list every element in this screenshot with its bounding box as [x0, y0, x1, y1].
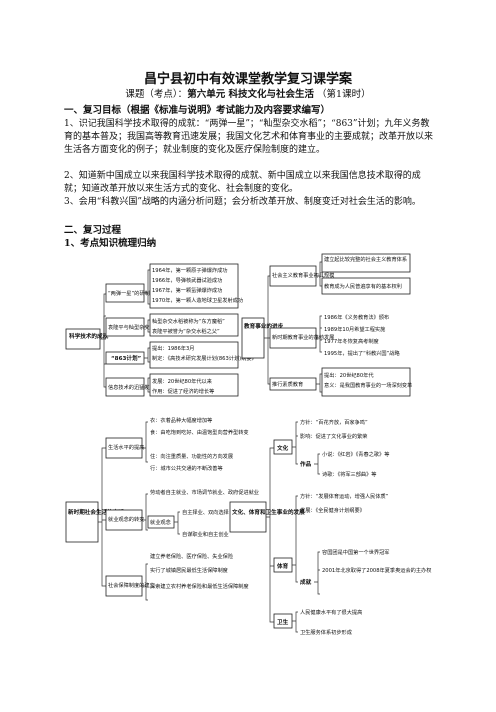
leaf-rice-2: 袁隆平被誉为“杂交水稻之父”	[152, 327, 220, 335]
root-social-life-label: 新时期社会生活的变迁	[68, 508, 124, 516]
section1-heading: 一、复习目标（根据《标准与说明》考试能力及内容要求编写）	[64, 105, 331, 116]
leaf-info-1: 发展：20世纪80年代以来	[152, 377, 213, 385]
leaf-min-living: 实行了城镇居民最低生活保障制度	[150, 566, 228, 574]
leaf-first-champion: 容国团是中国第一个世界冠军	[322, 548, 389, 556]
node-hybrid-rice-label: 袁隆平与籼型杂交水稻	[108, 323, 160, 331]
leaf-health-level: 人民健康水平有了很大提高	[300, 608, 362, 616]
leaf-group-info	[149, 373, 239, 397]
leaf-edu-system	[321, 253, 411, 273]
subnode-achievements: 成就	[300, 578, 312, 586]
node-quality-edu-label: 推行素质教育	[272, 380, 303, 388]
root-culture-sport-label: 文化、体育和卫生事业的发展	[232, 508, 305, 516]
node-living-standard-label: 生活水平的提高	[108, 443, 144, 451]
leaf-1966: 1966年，导弹核武器试验成功	[152, 276, 222, 284]
node-socialist-edu-label: 社会主义教育事业初具规模	[272, 271, 334, 279]
leaf-1970: 1970年，第一颗人造地球卫星发射成功	[152, 296, 243, 304]
leaf-clothing: 衣：衣着品种大幅度增加等	[150, 416, 212, 424]
leaf-free-choice: 自主择业、双向选择	[182, 508, 230, 516]
leaf-health-service: 卫生服务体系初步形成	[300, 628, 352, 636]
goal-2: 2、知道新中国成立以来我国科学技术取得的成就、新中国成立以来我国信息技术取得的成…	[64, 171, 421, 194]
node-social-security-label: 社会保障制度的建立	[108, 581, 155, 589]
leaf-sports-policy: 方针：“发展体育运动，增强人民体质”	[300, 492, 389, 500]
knowledge-concept-maps: 科学技术的成就 “两弹一星”的研制成功 袁隆平与籼型杂交水稻 “863计划” 信…	[65, 253, 432, 636]
leaf-group-quality	[321, 367, 411, 397]
leaf-1995-strategy: 1995年，提出了“科教兴国”战略	[324, 349, 400, 357]
map-social-life: 新时期社会生活的变迁 生活水平的提高 就业观念的转变 社会保障制度的建立 衣：衣…	[65, 416, 259, 601]
page-title: 昌宁县初中有效课堂教学复习课学案	[143, 72, 352, 87]
root-culture-sport	[229, 501, 267, 533]
root-social-life	[65, 501, 99, 543]
node-info-tech-label: 信息技术的迅猛发展	[108, 383, 155, 391]
node-health-label: 卫生	[277, 618, 289, 626]
leaf-edu-right	[321, 277, 411, 295]
leaf-1967: 1967年，第一颗氢弹爆炸成功	[152, 286, 222, 294]
goal-3: 3、会用“科教兴国”战略的内涵分析问题；会分析改革开放、制度变迁对社会生活的影响…	[64, 197, 421, 207]
leaf-1989-hope: 1989年10月希望工程实施	[324, 325, 385, 333]
leaf-rural-security: 探索建立农村养老保险和最低生活保障制度	[150, 582, 249, 590]
leaf-edu-system-1: 建立起比较完整的社会主义教育体系	[324, 255, 407, 263]
node-new-era-edu-label: 新时期教育事业的蓬勃发展	[272, 333, 334, 341]
leaf-group-bombs	[149, 263, 239, 309]
leaf-info-2: 作用：促进了经济的增长等	[152, 387, 214, 395]
subtitle-topic: 第六单元 科技文化与社会生活	[187, 89, 314, 100]
leaf-self-employment: 自谋职业和自主创业	[182, 530, 229, 538]
section2-subheading: 1、考点知识梳理归纳	[64, 238, 157, 249]
leaf-quality-1: 提出：20世纪80年代	[324, 371, 374, 379]
node-culture-label: 文化	[277, 444, 289, 452]
leaf-culture-impact: 影响：促进了文化事业的繁荣	[300, 432, 367, 440]
leaf-sports-plan: 发展：《全民健身计划纲要》	[300, 506, 365, 514]
leaf-1977-exam: 1977年冬恢复高考制度	[324, 337, 379, 345]
leaf-1986-law: 1986年《义务教育法》颁布	[324, 313, 389, 321]
subtitle-prefix: 课题（考点）：	[125, 89, 188, 100]
leaf-poems: 诗歌：《将军三部曲》等	[322, 470, 376, 478]
lesson-subtitle: 课题（考点）：第六单元 科技文化与社会生活 （第1课时）	[0, 86, 496, 100]
root-education-label: 教育事业的进步	[243, 322, 284, 330]
map-culture-sport: 文化、体育和卫生事业的发展 文化 体育 卫生 方针：“百花齐放，百家争鸣” 影响…	[229, 418, 432, 636]
leaf-olympics-bid: 2001年北京取得了2008年夏季奥运会的主办权	[322, 566, 432, 574]
leaf-transport: 行：城市公共交通的不断改善等	[150, 464, 223, 472]
node-employment-label: 就业观念的转变	[108, 515, 144, 523]
leaf-food: 食：由吃饱到吃好、由温饱型向营养型转变	[150, 428, 249, 436]
node-sports-label: 体育	[277, 562, 289, 570]
goal-1: 1、识记我国科学技术取得的成就：“两弹一星”；“籼型杂交水稻”；“863”计划；…	[64, 119, 434, 155]
leaf-employment-mode: 劳动者自主就业、市场调节就业、政府促进就业	[150, 488, 259, 496]
leaf-insurance: 建立养老保险、医疗保险、失业保险	[150, 552, 234, 560]
section2-heading: 二、复习过程	[64, 225, 122, 236]
leaf-novels: 小说：《红岩》《青春之歌》等	[322, 450, 389, 458]
leaf-group-863	[149, 341, 239, 369]
leaf-culture-policy: 方针：“百花齐放，百家争鸣”	[300, 418, 368, 426]
leaf-863-1: 提出：1986年3月	[152, 344, 194, 352]
subtitle-suffix: （第1课时）	[317, 89, 371, 100]
leaf-employment-concept: 就业观念	[150, 518, 171, 526]
leaf-edu-right-1: 教育成为人民普遍享有的基本权利	[324, 282, 402, 290]
map-education: 教育事业的进步 社会主义教育事业初具规模 新时期教育事业的蓬勃发展 推行素质教育…	[241, 253, 412, 397]
leaf-863-2: 制定：《高技术研究发展计划(863计划)纲要》	[152, 354, 257, 362]
root-science-tech-label: 科学技术的成就	[69, 332, 109, 340]
leaf-quality-2: 意义：是我国教育事业的一场深刻变革	[324, 381, 412, 389]
leaf-rice-1: 籼型杂交水稻被称为“东方魔稻”	[152, 317, 225, 325]
leaf-housing: 住：向注重质量、功能性的方向发展	[150, 452, 233, 460]
leaf-group-rice	[149, 313, 239, 337]
node-863-label: “863计划”	[111, 354, 142, 362]
leaf-1964: 1964年，第一颗原子弹爆炸成功	[152, 266, 227, 274]
subnode-works: 作品	[300, 460, 312, 468]
map-science-tech: 科学技术的成就 “两弹一星”的研制成功 袁隆平与籼型杂交水稻 “863计划” 信…	[65, 263, 257, 397]
node-two-bombs-label: “两弹一星”的研制成功	[108, 289, 160, 297]
